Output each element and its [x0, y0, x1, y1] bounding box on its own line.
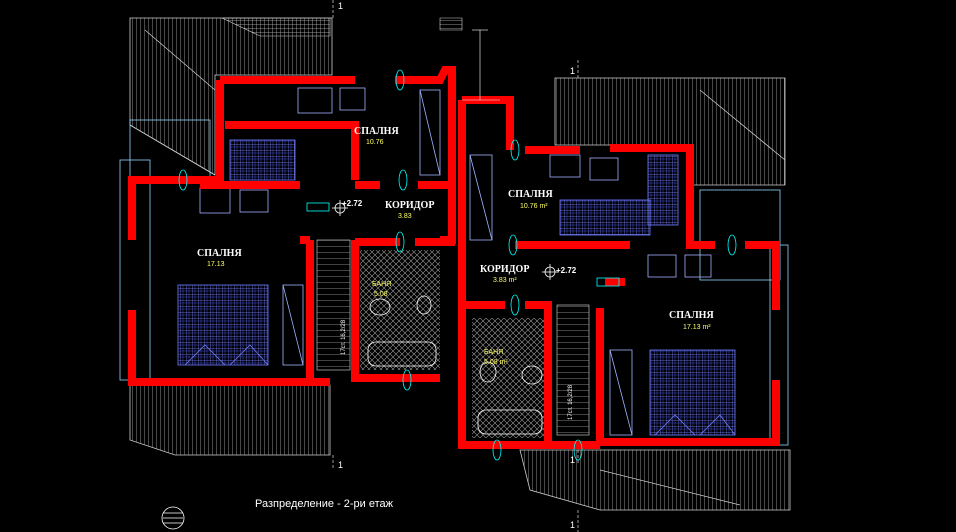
roof-hatching-left: [129, 17, 333, 456]
room-name-bedroom-left: СПАЛНЯ: [197, 248, 242, 259]
axis-marker-top-right: 1: [570, 66, 575, 76]
room-name-bath-left: БАНЯ: [372, 281, 391, 288]
walls: [128, 66, 780, 449]
axis-marker-bottom-right: 1: [570, 455, 575, 465]
room-name-bedroom-top-right: СПАЛНЯ: [508, 189, 553, 200]
room-area-bath-right: 5.08 m²: [484, 359, 508, 366]
desk-chairs: [199, 87, 712, 278]
stairs: [316, 239, 590, 436]
north-arrow-icon: [161, 506, 185, 530]
room-area-corridor-right: 3.83 m²: [493, 277, 517, 284]
stair-label-right: 17ст. 16,2/28: [568, 384, 574, 420]
bathroom-fixtures: [367, 295, 543, 435]
level-mark-left: +2.72: [342, 199, 363, 208]
level-marker-icons: [332, 200, 558, 280]
axis-marker-top-left: 1: [338, 1, 343, 11]
stair-label-left: 17ст. 16,2/28: [341, 319, 347, 355]
axis-lines: [332, 0, 579, 532]
room-area-corridor-left: 3.83: [398, 213, 412, 220]
room-name-bath-right: БАНЯ: [484, 349, 503, 356]
room-name-bedroom-right: СПАЛНЯ: [669, 310, 714, 321]
room-name-corridor-right: КОРИДОР: [480, 264, 529, 275]
wardrobes: [282, 89, 633, 436]
bed-furniture: [177, 139, 736, 436]
drawing-caption: Разпределение - 2-ри етаж: [255, 498, 394, 510]
axis-marker-bottom-left: 1: [338, 460, 343, 470]
bathroom-tiles: [360, 250, 544, 438]
axis-marker-bottom-right-2: 1: [570, 520, 575, 530]
room-area-bedroom-left: 17.13: [207, 261, 225, 268]
room-area-bedroom-right: 17.13 m²: [683, 324, 711, 331]
room-area-bath-left: 5.08: [374, 291, 388, 298]
level-mark-right: +2.72: [556, 266, 577, 275]
roof-hatching-right: [439, 17, 791, 511]
room-name-bedroom-top-left: СПАЛНЯ: [354, 126, 399, 137]
room-area-bedroom-top-right: 10.76 m²: [520, 203, 548, 210]
room-name-corridor-left: КОРИДОР: [385, 200, 434, 211]
room-area-bedroom-top-left: 10.76: [366, 139, 384, 146]
fixture-symbols: [178, 69, 737, 461]
